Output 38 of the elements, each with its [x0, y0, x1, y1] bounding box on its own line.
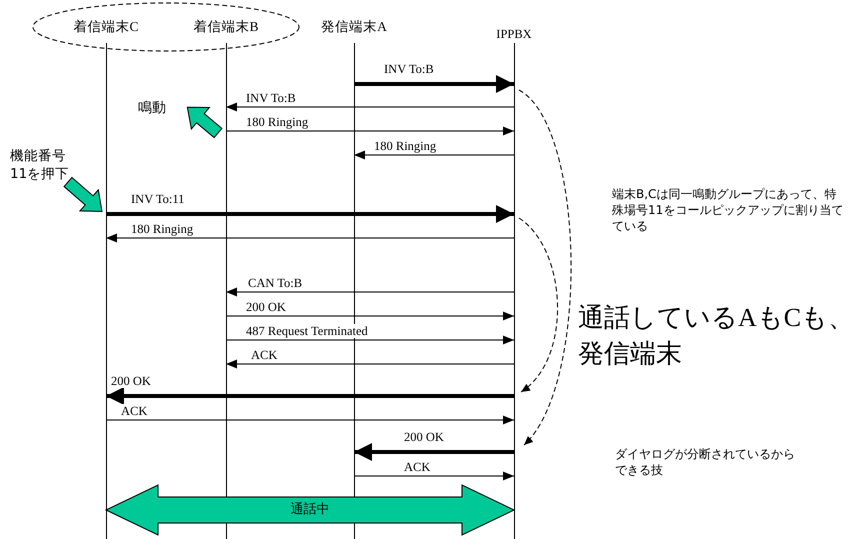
- edge-label: 200 OK: [111, 374, 151, 388]
- note-heading: 通話しているAもCも、発信端末: [578, 302, 856, 370]
- message-arrow: [106, 205, 514, 223]
- message-arrow: [226, 126, 514, 136]
- message-arrow: [226, 102, 514, 112]
- edge-label: INV To:B: [384, 62, 434, 76]
- message-arrow: [226, 312, 514, 320]
- message-arrow: [226, 360, 514, 368]
- edge-label: 180 Ringing: [131, 222, 194, 236]
- edge-label: INV To:B: [246, 91, 296, 105]
- message-arrow: [226, 288, 514, 296]
- message-arrow: [354, 443, 514, 461]
- message-arrow: [106, 234, 514, 242]
- lifeline-label: 着信端末C: [72, 18, 140, 36]
- edge-label: ACK: [251, 348, 278, 362]
- edge-label: 180 Ringing: [374, 139, 436, 153]
- lifeline-label: 着信端末B: [192, 18, 260, 36]
- lifeline-label: 発信端末A: [320, 18, 388, 36]
- edge-label: 487 Request Terminated: [246, 324, 368, 338]
- edge-label: CAN To:B: [248, 276, 302, 290]
- message-arrow: [354, 472, 514, 480]
- double-arrow: [104, 484, 516, 536]
- lifeline-label: IPPBX: [495, 26, 533, 43]
- edge-label: 200 OK: [404, 430, 444, 444]
- edge-label: ACK: [121, 404, 148, 418]
- edge-label: 200 OK: [246, 300, 286, 314]
- message-arrow: [354, 150, 514, 160]
- message-arrow: [106, 416, 514, 424]
- message-arrow: [354, 75, 514, 93]
- annotation-text: 機能番号 11を押下: [10, 147, 70, 183]
- edge-label: INV To:11: [131, 192, 184, 206]
- note-text: ダイヤログが分断されているからできる技: [615, 446, 795, 478]
- note-text: 端末B,Cは同一鳴動グループにあって、特殊場号11をコールピックアップに割り当てている: [612, 186, 844, 234]
- message-arrow: [226, 336, 514, 344]
- edge-label: 180 Ringing: [246, 115, 308, 129]
- edge-label: ACK: [404, 460, 430, 474]
- annotation-text: 鳴動: [138, 99, 167, 117]
- message-arrow: [106, 387, 514, 405]
